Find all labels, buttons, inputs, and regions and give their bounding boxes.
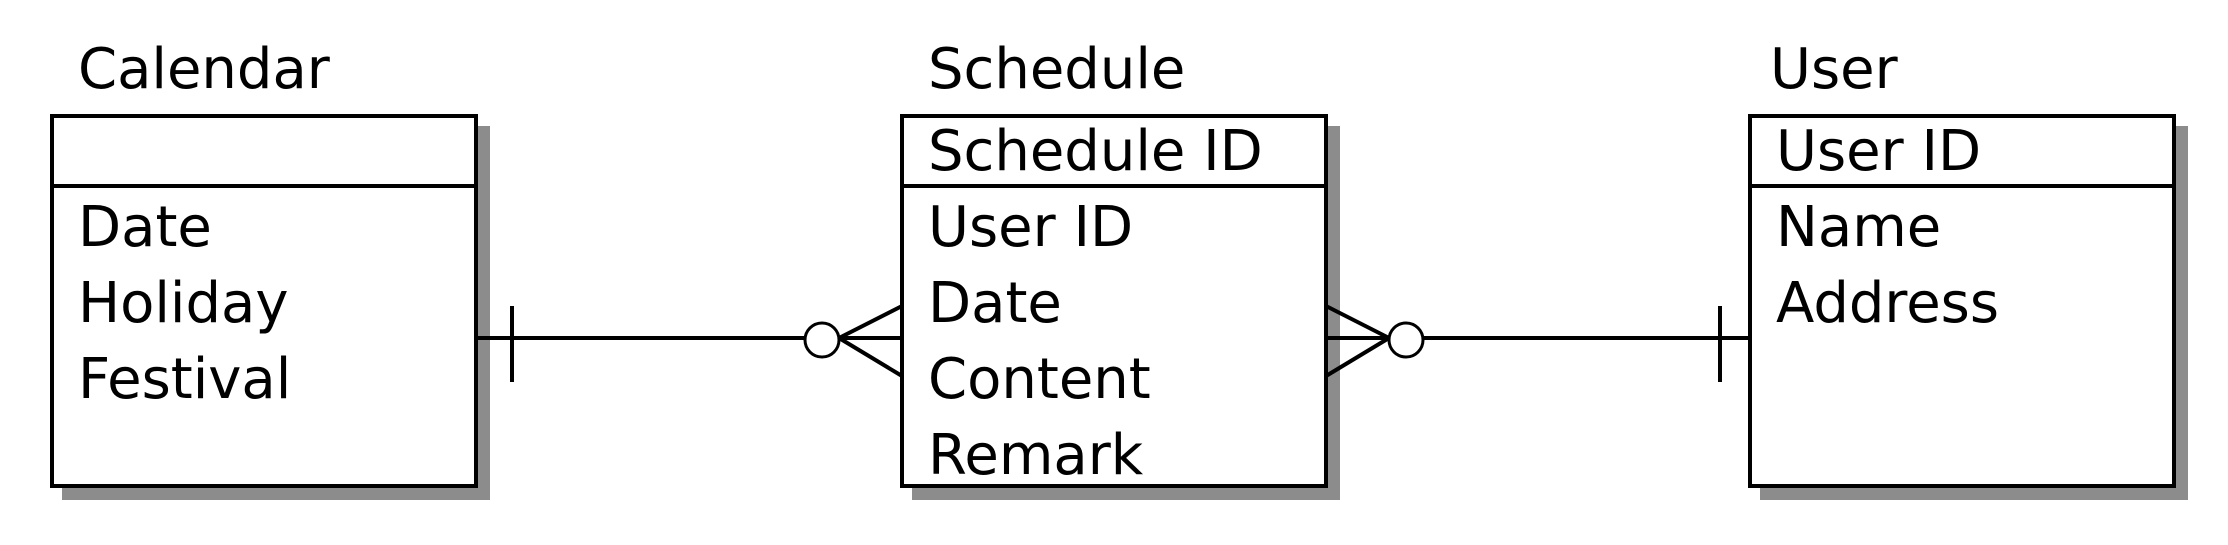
entity-calendar-attr-holiday: Holiday [78, 271, 289, 336]
entity-user-attr-address: Address [1776, 271, 1999, 336]
entity-schedule: Schedule Schedule ID User ID Date Conten… [900, 37, 1340, 500]
entity-schedule-primary-key: Schedule ID [928, 119, 1263, 184]
zero-ring-marker [803, 321, 841, 359]
entity-calendar-attr-date: Date [78, 195, 212, 260]
entity-calendar: Calendar Date Holiday Festival [50, 37, 490, 500]
many-crowfoot-marker [1324, 304, 1391, 378]
entity-user-title: User [1770, 37, 1899, 102]
entity-calendar-box [50, 114, 478, 488]
many-crowfoot-marker [837, 304, 904, 378]
entity-schedule-attr-date: Date [928, 271, 1062, 336]
entity-user-box [1748, 114, 2176, 488]
zero-ring-marker [1387, 321, 1425, 359]
entity-user-attr-name: Name [1776, 195, 1941, 260]
entity-calendar-attr-festival: Festival [78, 347, 291, 412]
entity-schedule-title: Schedule [928, 37, 1185, 102]
relationship-calendar-schedule [476, 304, 904, 382]
entity-schedule-attr-user-id: User ID [928, 195, 1133, 260]
entity-user: User User ID Name Address [1748, 37, 2188, 500]
entity-schedule-attr-remark: Remark [928, 423, 1144, 488]
entity-calendar-title: Calendar [78, 37, 331, 102]
entity-schedule-box [900, 114, 1328, 488]
relationship-schedule-user [1324, 304, 1750, 382]
entity-user-primary-key: User ID [1776, 119, 1981, 184]
entity-schedule-attr-content: Content [928, 347, 1151, 412]
